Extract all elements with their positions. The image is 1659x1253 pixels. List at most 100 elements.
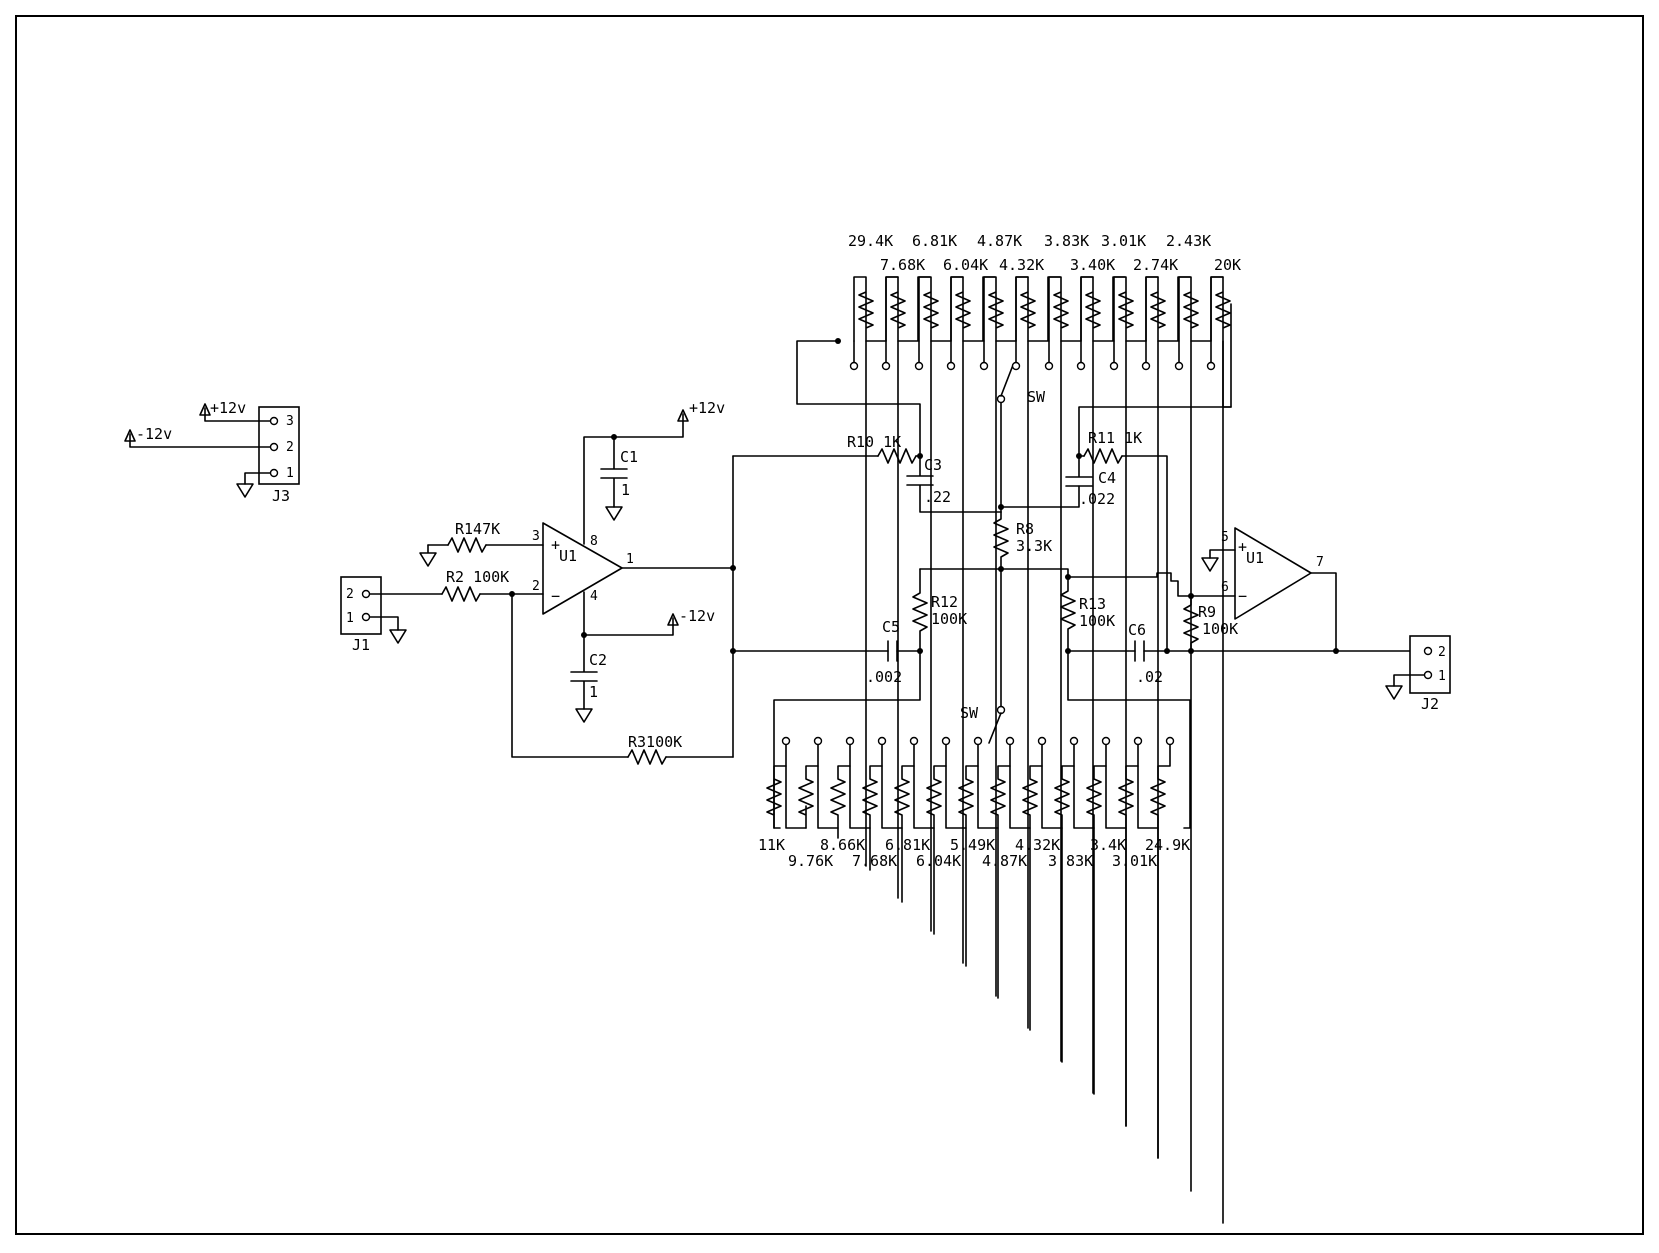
switch-contact: [877, 736, 887, 746]
top-bank-value: 6.81K: [912, 232, 957, 250]
bottom-bank-value: 24.9K: [1145, 836, 1190, 854]
r11-label: R11 1K: [1088, 429, 1142, 447]
top-bank-resistor: [1141, 276, 1191, 1159]
capacitor-c2: C2 1: [570, 634, 607, 710]
resistor-r3: R3100K: [627, 733, 682, 765]
bottom-bank-resistor: [1118, 736, 1159, 1127]
c5-ref: C5: [882, 618, 900, 636]
opamp-u1b: + − U1 5 6 7: [1221, 527, 1324, 620]
switch-contact: [1037, 736, 1047, 746]
resistor-r13: R13 100K: [1060, 576, 1115, 652]
switch-contact: [1101, 736, 1111, 746]
j1-pin-1: 1: [346, 611, 354, 626]
switch-contact: [1076, 361, 1086, 371]
u1a-plus-sign: +: [551, 536, 560, 554]
u1b-minus-sign: −: [1238, 587, 1247, 605]
bottom-bank-resistor: [1022, 736, 1063, 1031]
bottom-bank-value: 6.04K: [916, 852, 961, 870]
c2-ref: C2: [589, 651, 607, 669]
u1b-pin-out: 7: [1316, 555, 1324, 570]
ground-icon: [605, 506, 623, 521]
switch-contact: [1109, 361, 1119, 371]
capacitor-c1: C1 1: [600, 436, 638, 508]
switch-contact: [1165, 736, 1175, 746]
c2-val: 1: [589, 683, 598, 701]
top-bank-value: 7.68K: [880, 256, 925, 274]
top-bank-resistor: [1206, 276, 1231, 1224]
r9-val: 100K: [1202, 620, 1238, 638]
switch-contact: [1044, 361, 1054, 371]
top-bank-resistor: [1174, 276, 1224, 1192]
top-bank-resistor: [1044, 276, 1094, 1062]
bottom-bank-value: 3.83K: [1048, 852, 1093, 870]
j3-pin-2: 2: [286, 440, 294, 455]
r1-label: R147K: [455, 520, 500, 538]
bottom-bank-labels: 11K 8.66K 6.81K 5.49K 4.32K 3.4K 24.9K 9…: [758, 836, 1190, 870]
bottom-bank-resistor: [1150, 736, 1175, 1159]
bottom-bank-resistor: [798, 736, 839, 829]
r8-ref: R8: [1016, 520, 1034, 538]
c1-val: 1: [621, 481, 630, 499]
power-label-plus12-u1: +12v: [689, 399, 725, 417]
bottom-bank-resistor: [1054, 736, 1095, 1063]
resistor-r1: R147K: [447, 520, 500, 553]
switch-contact: [1174, 361, 1184, 371]
bottom-bank-value: 6.81K: [885, 836, 930, 854]
ground-icon: [419, 544, 437, 567]
resistor-r9: R9 100K: [1183, 595, 1238, 652]
r3-label: R3100K: [628, 733, 682, 751]
resistor-r8: R8 3.3K: [993, 511, 1052, 570]
ground-icon: [1385, 685, 1403, 700]
bottom-resistor-bank: [766, 736, 1175, 1159]
r2-label: R2 100K: [446, 568, 509, 586]
switch-contact: [909, 736, 919, 746]
j2-pin-2: 2: [1438, 645, 1446, 660]
bottom-bank-value: 4.32K: [1015, 836, 1060, 854]
capacitor-c4: C4 .022: [1065, 455, 1116, 508]
j3-pin-1: 1: [286, 466, 294, 481]
top-bank-value: 20K: [1214, 256, 1241, 274]
top-bank-value: 4.32K: [999, 256, 1044, 274]
top-bank-value: 3.83K: [1044, 232, 1089, 250]
switch-contact: [1005, 736, 1015, 746]
bottom-bank-resistor: [830, 736, 871, 839]
top-bank-value: 2.43K: [1166, 232, 1211, 250]
top-bank-resistor: [979, 276, 1029, 997]
top-bank-value: 29.4K: [848, 232, 893, 250]
switch-contact: [979, 361, 989, 371]
u1a-pin-vplus: 8: [590, 534, 598, 549]
capacitor-c6: C6 .02: [1128, 621, 1163, 686]
c6-ref: C6: [1128, 621, 1146, 639]
bottom-bank-value: 9.76K: [788, 852, 833, 870]
r13-val: 100K: [1079, 612, 1115, 630]
r12-val: 100K: [931, 610, 967, 628]
opamp-u1a: + − U1 3 2 1 8 4: [532, 522, 634, 615]
resistor-r12: R12 100K: [912, 568, 967, 652]
u1a-pin-vminus: 4: [590, 589, 598, 604]
u1a-pin-minus: 2: [532, 579, 540, 594]
bottom-bank-value: 4.87K: [982, 852, 1027, 870]
u1b-plus-sign: +: [1238, 538, 1247, 556]
c3-ref: C3: [924, 456, 942, 474]
u1a-pin-out: 1: [626, 552, 634, 567]
switch-contact: [813, 736, 823, 746]
bottom-bank-value: 11K: [758, 836, 785, 854]
top-bank-resistor: [1109, 276, 1159, 1127]
ground-icon: [236, 483, 254, 498]
top-bank-value: 3.01K: [1101, 232, 1146, 250]
connector-j3: 3 2 1 J3: [258, 406, 300, 505]
c4-val: .022: [1079, 490, 1115, 508]
connector-j1: 2 1 J1: [340, 576, 382, 654]
bottom-bank-value: 3.01K: [1112, 852, 1157, 870]
resistor-r2: R2 100K: [441, 568, 509, 602]
switch-contact: [881, 361, 891, 371]
ground-icon: [575, 708, 593, 723]
top-bank-value: 3.40K: [1070, 256, 1115, 274]
j3-ref: J3: [272, 487, 290, 505]
u1a-minus-sign: −: [551, 587, 560, 605]
power-label-minus12-j3: -12v: [136, 425, 172, 443]
bottom-bank-resistor: [862, 736, 903, 871]
switch-contact: [1141, 361, 1151, 371]
capacitor-c3: C3 .22: [906, 455, 1002, 513]
